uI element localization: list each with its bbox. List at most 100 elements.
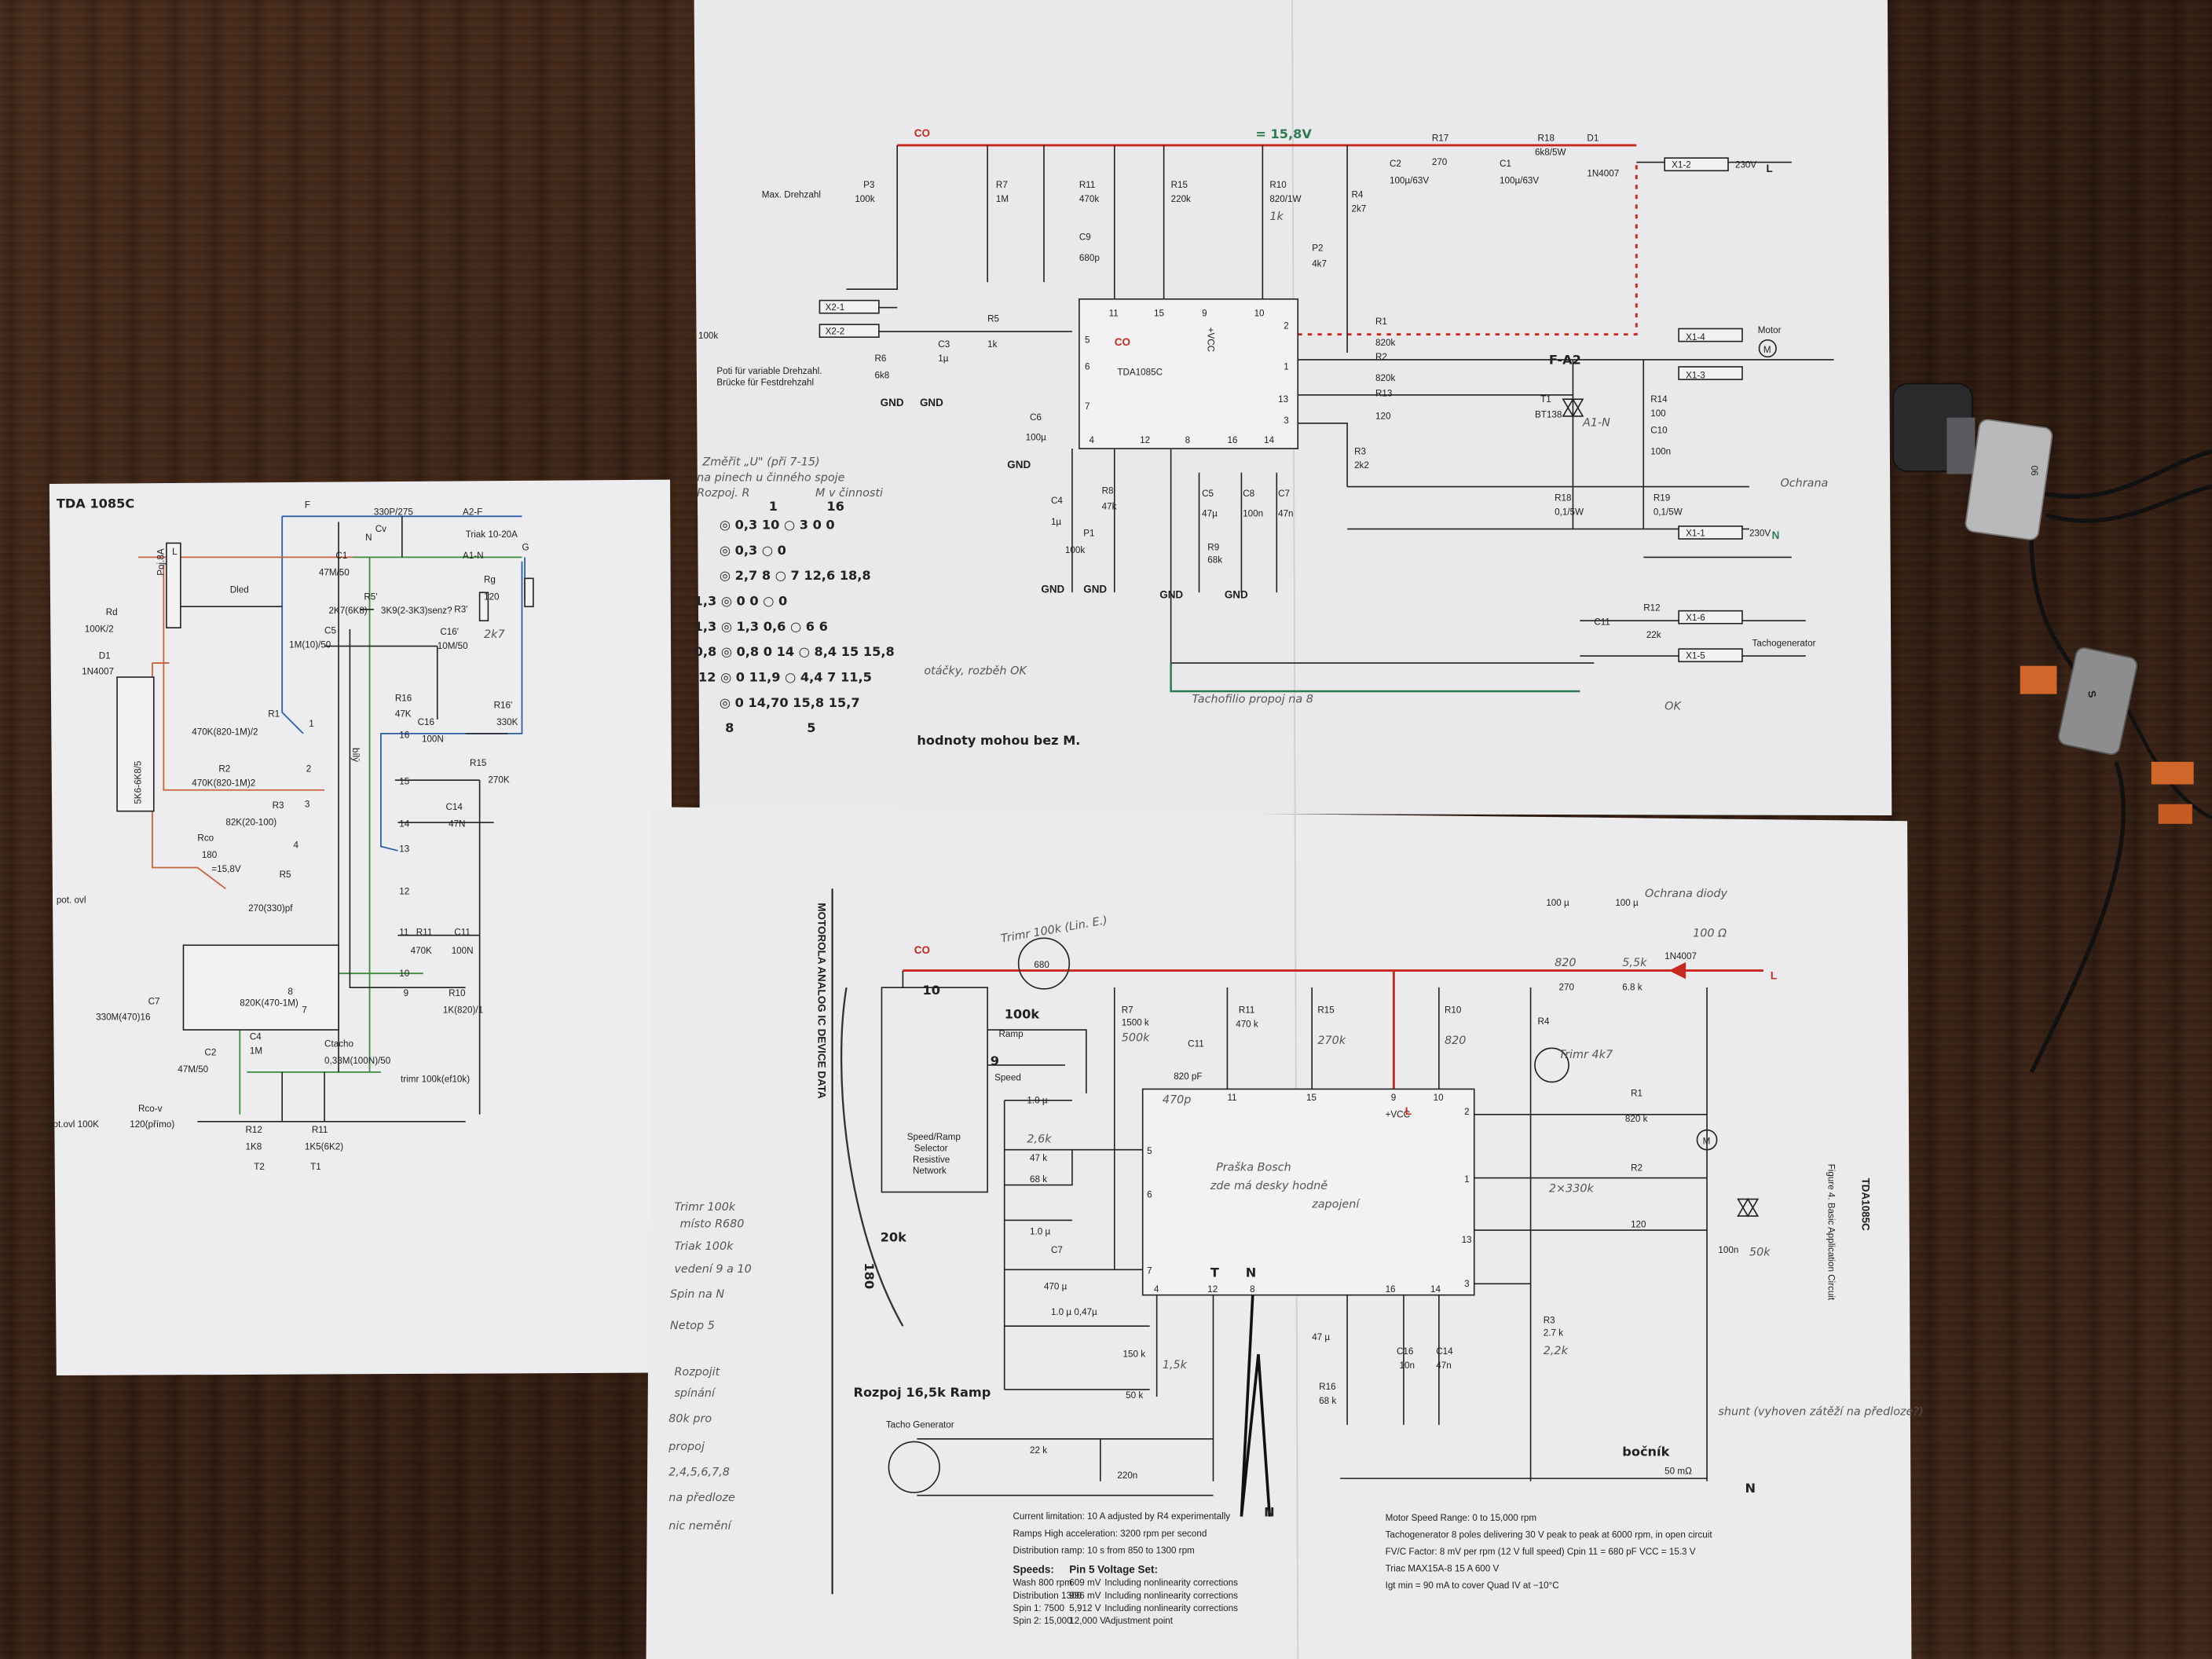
handwritten-note: Netop 5 <box>670 1320 715 1332</box>
label: C1 <box>1500 159 1511 169</box>
label: 470p <box>1163 1093 1192 1106</box>
table-cell: Adjustment point <box>1104 1616 1174 1626</box>
label: P1 <box>1083 528 1094 538</box>
vertical-title: MOTOROLA ANALOG IC DEVICE DATA <box>816 903 828 1099</box>
table-cell: Including nonlinearity corrections <box>1104 1603 1238 1613</box>
label: C6 <box>1030 412 1042 423</box>
label: R15 <box>1171 180 1188 190</box>
label: R6 <box>874 353 886 364</box>
label: R17 <box>1432 134 1448 144</box>
label: pot. ovl <box>57 895 86 905</box>
label: 470K(820-1M)2 <box>192 778 255 788</box>
label: CO <box>914 944 930 956</box>
table-cell: 5,912 V <box>1069 1603 1101 1613</box>
note-line: Ramps High acceleration: 3200 rpm per se… <box>1013 1529 1207 1539</box>
label: C9 <box>1079 232 1091 242</box>
label: 270 <box>1432 157 1448 167</box>
label: 120 <box>1375 411 1391 421</box>
label: 47 k <box>1030 1153 1047 1163</box>
table-cell: Distribution 1300 <box>1013 1591 1082 1601</box>
handwritten-left-notes: Trimr 100k místo R680 Triak 100k vedení … <box>668 1201 751 1533</box>
table-cell: Spin 2: 15,000 <box>1013 1616 1072 1626</box>
label: C11 <box>1188 1039 1204 1049</box>
label: 1.0 µ 0,47µ <box>1051 1307 1097 1317</box>
left-schematic-sheet: TDA 1085C F 330P/275 A2-F Triak 10-20A N… <box>48 479 675 1376</box>
handwritten-note: nic nemění <box>668 1520 732 1533</box>
note-line: Current limitation: 10 A adjusted by R4 … <box>1013 1511 1230 1522</box>
note-line: Igt min = 90 mA to cover Quad IV at −10°… <box>1386 1580 1559 1591</box>
pin-number: 13 <box>1278 394 1288 405</box>
pin-number: 10 <box>1434 1093 1444 1103</box>
label: R15 <box>470 758 486 768</box>
top-pin-numbers: 5 6 7 4 12 8 16 14 3 13 1 2 11 15 10 9 <box>1085 308 1289 445</box>
connector-housing <box>2057 646 2138 756</box>
label: 820 <box>1555 957 1576 969</box>
note-line: Distribution ramp: 10 s from 850 to 1300… <box>1013 1545 1194 1555</box>
table-row: 12 ◎ 0 11,9 ○ 4,4 7 11,5 <box>698 669 872 684</box>
label: 1K8 <box>245 1142 262 1152</box>
pin-number: 4 <box>294 840 299 850</box>
label: 2K7(6K8) <box>328 606 367 616</box>
label: 100n <box>1718 1245 1738 1255</box>
label: 47k <box>1102 501 1117 511</box>
handwritten-note: Praška Bosch <box>1216 1162 1291 1174</box>
label: R18 <box>1555 493 1571 504</box>
label: 180 <box>862 1262 877 1289</box>
label: Resistive <box>913 1155 950 1165</box>
table-cell: 12,000 V <box>1069 1616 1106 1626</box>
label: 68k <box>1207 555 1222 566</box>
label: Triak 10-20A <box>466 529 518 540</box>
table-row: ◎ 2,7 8 ○ 7 12,6 18,8 <box>720 568 871 583</box>
label: G <box>522 542 529 552</box>
label: 330P/275 <box>374 507 413 518</box>
label: R3 <box>1544 1316 1555 1326</box>
label: 10n <box>1400 1361 1415 1371</box>
note-line: Motor Speed Range: 0 to 15,000 rpm <box>1386 1513 1536 1523</box>
label: 47N <box>449 819 465 829</box>
label: 820 k <box>1625 1114 1648 1124</box>
label: R1 <box>1375 317 1387 327</box>
label: Max. Drehzahl <box>762 189 821 200</box>
label: C5 <box>1202 489 1214 499</box>
label: 270k <box>1317 1035 1346 1047</box>
label: R11 <box>1239 1005 1255 1015</box>
label: 47M/50 <box>319 568 350 578</box>
pin-number: 3 <box>1464 1279 1469 1289</box>
column-header: 1 <box>769 499 778 514</box>
pin-number: 12 <box>1140 435 1150 445</box>
label: C3 <box>938 339 950 350</box>
left-pin-numbers: 1 2 3 4 16 15 14 13 12 11 10 9 8 7 <box>287 719 409 1016</box>
label: N <box>365 533 372 543</box>
handwritten-note: hodnoty mohou bez M. <box>917 733 1080 748</box>
label: 820 <box>1445 1035 1466 1047</box>
label: 220k <box>1171 194 1191 204</box>
pin-number: 6 <box>1147 1190 1152 1200</box>
label: T <box>1210 1265 1219 1280</box>
label: N <box>1745 1481 1756 1496</box>
motor-symbol: M <box>1703 1136 1711 1146</box>
label: 0,1/5W <box>1555 507 1584 518</box>
label: C7 <box>148 997 160 1007</box>
pin-number: 2 <box>306 764 311 774</box>
label: 470K(820-1M)/2 <box>192 727 258 738</box>
label: 1M <box>250 1046 262 1057</box>
label: 330K <box>496 717 518 727</box>
label: R13 <box>1375 389 1392 399</box>
label: R2 <box>218 764 230 774</box>
label: D1 <box>1587 134 1599 144</box>
label: CO <box>914 127 930 139</box>
pin-number: 15 <box>1154 308 1164 318</box>
label: R19 <box>1654 493 1670 504</box>
label: 270K <box>488 775 509 786</box>
knob-collar <box>1946 417 1976 474</box>
pin-number: 7 <box>302 1005 306 1015</box>
label: C14 <box>1436 1346 1453 1357</box>
label: C1 <box>335 551 347 561</box>
pin-number: 2 <box>1284 320 1288 331</box>
label: R4 <box>1538 1016 1550 1027</box>
label: Speed/Ramp <box>907 1132 961 1142</box>
pin-number: 16 <box>399 730 409 740</box>
label: R11 <box>1079 180 1096 190</box>
connector-label: S <box>2086 690 2098 698</box>
